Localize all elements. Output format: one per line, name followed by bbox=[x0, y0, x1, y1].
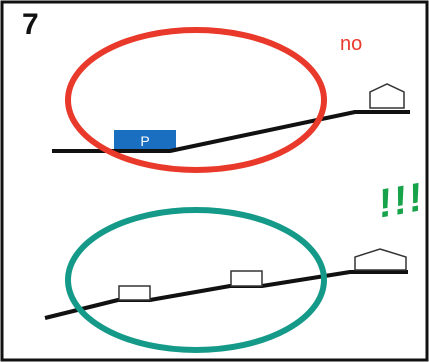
bottom-scene bbox=[44, 207, 408, 353]
bottom-house-icon bbox=[354, 248, 407, 271]
parking-label: P bbox=[140, 133, 149, 149]
parking-block bbox=[114, 130, 176, 150]
panel-number: 7 bbox=[22, 8, 39, 41]
bottom-building-2 bbox=[230, 270, 263, 287]
bottom-terrain-line bbox=[44, 270, 408, 320]
bottom-highlight-ellipse bbox=[65, 207, 327, 353]
top-terrain-line bbox=[52, 110, 410, 153]
bottom-building-1 bbox=[118, 285, 151, 301]
top-highlight-ellipse bbox=[65, 27, 327, 173]
top-house-icon bbox=[369, 83, 405, 109]
top-verdict-label: no bbox=[340, 33, 363, 55]
bottom-verdict-label: !!! bbox=[374, 175, 428, 227]
top-scene: P bbox=[52, 27, 410, 173]
